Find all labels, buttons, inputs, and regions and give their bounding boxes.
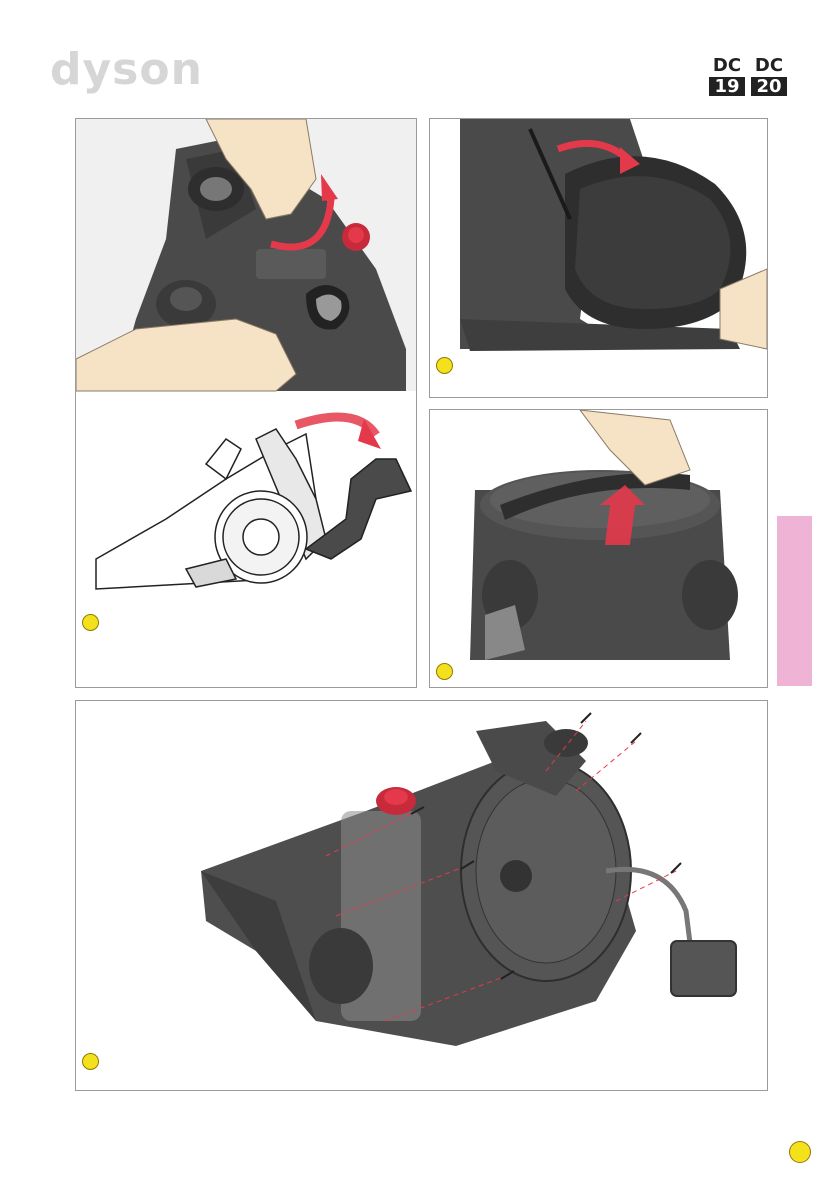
step-indicator [82,1053,99,1070]
lever-release-panel [429,118,768,398]
model-dc-top: DC [751,56,787,75]
cyclone-release-photo [76,119,416,687]
motor-exploded-drawing [76,701,767,1090]
step-indicator [436,663,453,680]
section-side-tab [777,516,812,686]
dyson-logo: dyson [50,48,203,92]
model-number-20: 20 [751,77,787,96]
motor-exploded-panel [75,700,768,1091]
model-badge: DC 19 DC 20 [709,56,787,98]
lever-release-photo [430,119,767,397]
twist-cap-panel [429,409,768,688]
page-number-dot [789,1141,811,1163]
model-number-19: 19 [709,77,745,96]
step-indicator [82,614,99,631]
twist-cap-photo [430,410,767,687]
step-indicator [436,357,453,374]
left-step-panel [75,118,417,688]
model-dc-top: DC [709,56,745,75]
